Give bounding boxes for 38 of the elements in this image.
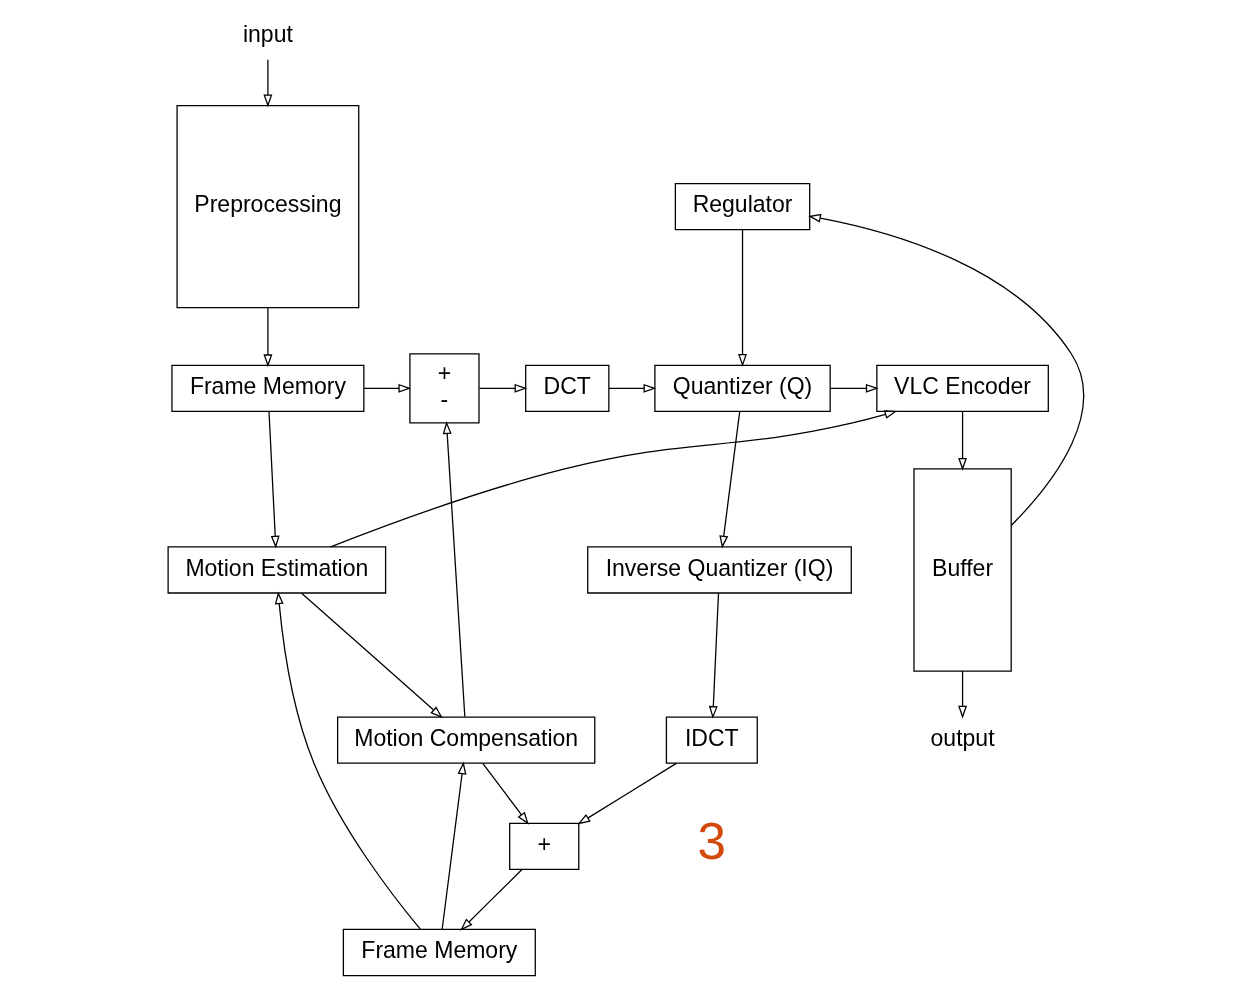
- arrow: [829, 383, 879, 393]
- node-box: Frame Memory: [170, 364, 364, 412]
- node-box: IDCT: [665, 716, 758, 764]
- arrow: [329, 410, 897, 548]
- node-box: VLC Encoder: [875, 364, 1049, 412]
- arrow: [737, 229, 747, 367]
- node-box: Frame Memory: [342, 928, 536, 977]
- arrow: [442, 421, 465, 718]
- arrow: [718, 410, 740, 549]
- node-box: Buffer: [912, 468, 1012, 672]
- arrow: [577, 762, 677, 825]
- node-box: Motion Compensation: [336, 716, 595, 764]
- node-box: Motion Estimation: [167, 546, 386, 594]
- node-box: DCT: [524, 364, 609, 412]
- arrow: [362, 383, 411, 393]
- arrow: [478, 383, 527, 393]
- node-box: +: [508, 822, 579, 870]
- arrow: [957, 670, 967, 719]
- arrow: [300, 592, 443, 719]
- node-box: Regulator: [674, 183, 810, 231]
- arrow: [441, 761, 466, 931]
- arrow: [807, 213, 1084, 526]
- arrow: [262, 59, 272, 108]
- arrow: [274, 591, 421, 930]
- arrow: [957, 410, 967, 471]
- arrow: [267, 410, 280, 549]
- node-box: Inverse Quantizer (IQ): [586, 546, 852, 594]
- arrow: [607, 383, 656, 393]
- arrow: [708, 592, 719, 719]
- label: 3: [697, 813, 726, 871]
- node-text: input: [242, 21, 293, 48]
- node-box: + -: [408, 353, 480, 424]
- arrow: [262, 307, 272, 368]
- arrow: [481, 762, 529, 825]
- node-text: output: [930, 724, 995, 751]
- arrow: [459, 868, 523, 931]
- node-box: Quantizer (Q): [653, 364, 831, 412]
- node-box: Preprocessing: [175, 104, 359, 309]
